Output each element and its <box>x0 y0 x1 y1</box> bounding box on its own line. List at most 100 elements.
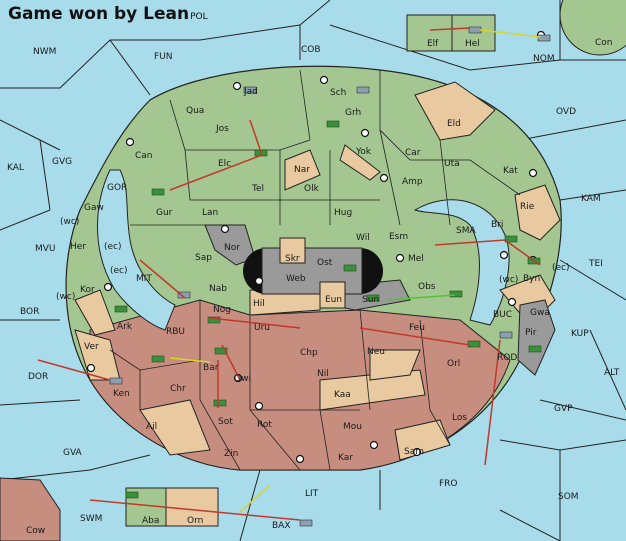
sea-label: (ec) <box>104 242 122 252</box>
sea-label: Con <box>595 38 613 48</box>
province-label: Ver <box>84 342 99 352</box>
sea-label: DOR <box>28 372 48 382</box>
land-con <box>559 0 626 56</box>
province-pir[interactable] <box>517 299 556 376</box>
sea-label: SMA <box>456 226 476 236</box>
province-label: Nar <box>294 165 310 175</box>
province-label: Web <box>286 274 306 284</box>
fleet-units <box>109 26 551 527</box>
sea-label: MIT <box>136 274 152 284</box>
sea-label: (wc) <box>56 292 75 302</box>
winner-nation-code: POL <box>190 12 208 22</box>
province-label: Hil <box>253 299 265 309</box>
sea-label: TEI <box>588 259 603 269</box>
province-label: BAX <box>272 521 291 531</box>
province-label: Elf <box>427 39 439 49</box>
province-label: Qwi <box>234 374 251 384</box>
sea-label: OVD <box>556 107 576 117</box>
province-label: Nor <box>224 243 240 253</box>
province-elf[interactable] <box>406 14 453 52</box>
province-label: Kat <box>503 166 518 176</box>
province-label: Elc <box>218 159 231 169</box>
sea-label: (ec) <box>110 266 128 276</box>
province-label: Sap <box>195 253 212 263</box>
province-skr[interactable] <box>279 237 306 264</box>
province-label: Uta <box>444 159 460 169</box>
province-label: Nil <box>317 369 329 379</box>
sea-label: KAL <box>7 163 24 173</box>
province-label: Sam <box>404 447 424 457</box>
province-label: Eld <box>447 119 461 129</box>
province-label: Mou <box>343 422 362 432</box>
province-label: Grh <box>345 108 361 118</box>
province-eun[interactable] <box>319 281 346 309</box>
sea-labels: NWM FUN COB Con NOM OVD KAL GVG GOR KAM … <box>7 38 620 524</box>
convoy-arrow <box>384 294 456 301</box>
province-label: Olk <box>304 184 320 194</box>
land-cow <box>0 477 61 541</box>
province-label: Sun <box>362 295 379 305</box>
sea-label: FRO <box>439 479 458 489</box>
province-label: Aba <box>142 516 159 526</box>
province-label: Can <box>135 151 153 161</box>
game-title-text: Game won by Lean <box>8 4 190 24</box>
water-mit <box>97 169 176 331</box>
province-label: Hel <box>465 39 480 49</box>
support-arrows <box>169 29 541 513</box>
province-label: Orl <box>447 359 460 369</box>
sea-label: GVG <box>52 157 72 167</box>
sea-label: NOM <box>533 54 555 64</box>
province-label: Rot <box>257 420 272 430</box>
sea-label: SOM <box>558 492 579 502</box>
province-label: Neu <box>367 347 385 357</box>
game-title: Game won by LeanPOL <box>8 4 208 24</box>
province-label: Bar <box>203 363 219 373</box>
province-label: Byn <box>523 274 540 284</box>
sea-label: MVU <box>35 244 56 254</box>
province-label: Jad <box>243 87 258 97</box>
province-label: Kar <box>338 453 353 463</box>
province-label: Ost <box>317 258 333 268</box>
province-label: Sot <box>218 417 233 427</box>
province-label: Jos <box>215 124 229 134</box>
province-label: Qua <box>186 106 204 116</box>
province-label: Chr <box>170 384 186 394</box>
province-label: Bri <box>491 220 503 230</box>
province-label: Gur <box>156 208 173 218</box>
province-label: Esm <box>389 232 408 242</box>
sea-label: GVA <box>63 448 83 458</box>
province-label: Obs <box>418 282 436 292</box>
province-orn[interactable] <box>165 487 219 527</box>
province-label: Uru <box>254 323 270 333</box>
province-label: Orn <box>187 516 203 526</box>
province-label: Tel <box>251 184 264 194</box>
province-label: Wil <box>356 233 370 243</box>
province-label: Gwa <box>530 308 550 318</box>
province-label: Skr <box>285 254 300 264</box>
sea-label: NWM <box>33 47 56 57</box>
province-label: Gaw <box>84 203 104 213</box>
province-label: Lan <box>202 208 218 218</box>
sea-label: (ec) <box>552 263 570 273</box>
province-label: Cow <box>26 526 45 536</box>
sea-label: COB <box>301 45 321 55</box>
province-label: Mel <box>408 254 424 264</box>
sea-label: (wc) <box>60 217 79 227</box>
province-label: Feu <box>409 323 425 333</box>
province-label: Pir <box>525 328 537 338</box>
sea-label: KUP <box>571 329 589 339</box>
sea-label: KAM <box>581 194 601 204</box>
sea-label: GVP <box>554 404 573 414</box>
sea-label: FUN <box>154 52 173 62</box>
sea-label: ALT <box>604 368 620 378</box>
sea-label: BOR <box>20 307 39 317</box>
sea-label: GOR <box>107 183 127 193</box>
sea-label: LIT <box>305 489 319 499</box>
province-label: Kor <box>80 285 95 295</box>
sea-label: BUC <box>493 310 512 320</box>
sea-label: (wc) <box>499 275 518 285</box>
order-arrows <box>37 27 541 521</box>
